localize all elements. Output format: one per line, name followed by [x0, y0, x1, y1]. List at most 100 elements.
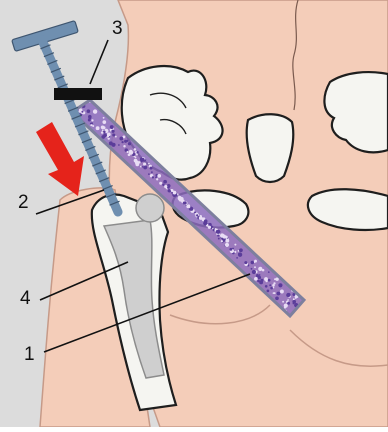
- graft-speckle: [143, 163, 146, 166]
- graft-speckle: [293, 303, 295, 305]
- graft-speckle: [148, 163, 150, 165]
- graft-speckle: [252, 270, 256, 274]
- graft-speckle: [264, 277, 268, 281]
- graft-speckle: [280, 290, 284, 294]
- graft-speckle: [225, 239, 229, 243]
- graft-speckle: [175, 192, 177, 194]
- graft-speckle: [254, 260, 257, 263]
- graft-speckle: [204, 219, 208, 223]
- callout-3: 3: [112, 18, 123, 39]
- callout-4: 4: [20, 288, 31, 309]
- graft-speckle: [274, 278, 276, 280]
- graft-speckle: [152, 176, 154, 178]
- graft-speckle: [101, 125, 105, 129]
- graft-speckle: [151, 171, 153, 173]
- graft-speckle: [216, 230, 220, 234]
- graft-speckle: [81, 111, 83, 113]
- graft-speckle: [268, 271, 270, 273]
- graft-speckle: [267, 290, 270, 293]
- sacrum-bone: [247, 114, 294, 182]
- graft-speckle: [168, 189, 171, 192]
- graft-speckle: [91, 122, 93, 124]
- graft-speckle: [215, 228, 217, 230]
- graft-speckle: [258, 267, 262, 271]
- graft-speckle: [251, 268, 253, 270]
- graft-speckle: [272, 284, 275, 287]
- graft-speckle: [295, 297, 297, 299]
- graft-speckle: [88, 119, 91, 122]
- graft-speckle: [287, 299, 289, 301]
- graft-speckle: [110, 125, 114, 129]
- callout-1: 1: [24, 344, 35, 365]
- graft-speckle: [274, 292, 276, 294]
- graft-speckle: [254, 266, 256, 268]
- graft-speckle: [159, 182, 162, 185]
- graft-speckle: [156, 178, 158, 180]
- graft-speckle: [123, 145, 125, 147]
- graft-speckle: [150, 167, 153, 170]
- graft-speckle: [218, 238, 220, 240]
- graft-speckle: [148, 173, 150, 175]
- graft-speckle: [268, 279, 271, 282]
- graft-speckle: [115, 136, 117, 138]
- graft-speckle: [217, 235, 219, 237]
- graft-speckle: [259, 274, 261, 276]
- graft-speckle: [93, 109, 97, 113]
- graft-speckle: [229, 248, 232, 251]
- graft-speckle: [157, 174, 161, 178]
- graft-speckle: [163, 180, 167, 184]
- graft-speckle: [129, 150, 133, 154]
- graft-speckle: [278, 283, 282, 287]
- callout-2: 2: [18, 192, 29, 213]
- graft-speckle: [220, 233, 224, 237]
- graft-speckle: [96, 126, 100, 130]
- graft-speckle: [251, 261, 254, 264]
- graft-speckle: [244, 261, 247, 264]
- clamp-block: [54, 88, 102, 100]
- graft-speckle: [124, 140, 127, 143]
- graft-speckle: [121, 141, 123, 143]
- graft-speckle: [196, 214, 198, 216]
- graft-speckle: [176, 195, 178, 197]
- graft-speckle: [225, 236, 228, 239]
- graft-speckle: [134, 148, 137, 151]
- graft-speckle: [119, 137, 123, 141]
- graft-speckle: [286, 293, 290, 297]
- graft-speckle: [128, 142, 131, 145]
- graft-speckle: [103, 133, 107, 137]
- graft-speckle: [118, 144, 120, 146]
- graft-speckle: [293, 298, 295, 300]
- graft-speckle: [259, 280, 263, 284]
- graft-speckle: [103, 117, 105, 119]
- graft-speckle: [87, 109, 91, 113]
- graft-speckle: [162, 183, 164, 185]
- graft-speckle: [186, 204, 190, 208]
- graft-speckle: [234, 244, 236, 246]
- graft-speckle: [269, 284, 271, 286]
- graft-speckle: [208, 226, 211, 229]
- graft-speckle: [141, 166, 143, 168]
- prosthesis-head: [136, 194, 164, 222]
- graft-speckle: [270, 287, 273, 290]
- graft-speckle: [254, 277, 258, 281]
- graft-speckle: [276, 292, 280, 296]
- graft-speckle: [167, 186, 170, 189]
- graft-speckle: [258, 276, 262, 280]
- graft-speckle: [265, 285, 268, 288]
- graft-speckle: [221, 240, 223, 242]
- graft-speckle: [90, 124, 92, 126]
- graft-speckle: [127, 151, 129, 153]
- graft-speckle: [183, 202, 186, 205]
- graft-speckle: [275, 296, 279, 300]
- graft-speckle: [195, 213, 197, 215]
- graft-speckle: [225, 243, 229, 247]
- graft-speckle: [91, 119, 93, 121]
- graft-speckle: [164, 185, 167, 188]
- graft-speckle: [101, 131, 103, 133]
- graft-speckle: [180, 197, 183, 200]
- graft-speckle: [112, 133, 115, 136]
- graft-speckle: [143, 165, 147, 169]
- graft-speckle: [282, 301, 284, 303]
